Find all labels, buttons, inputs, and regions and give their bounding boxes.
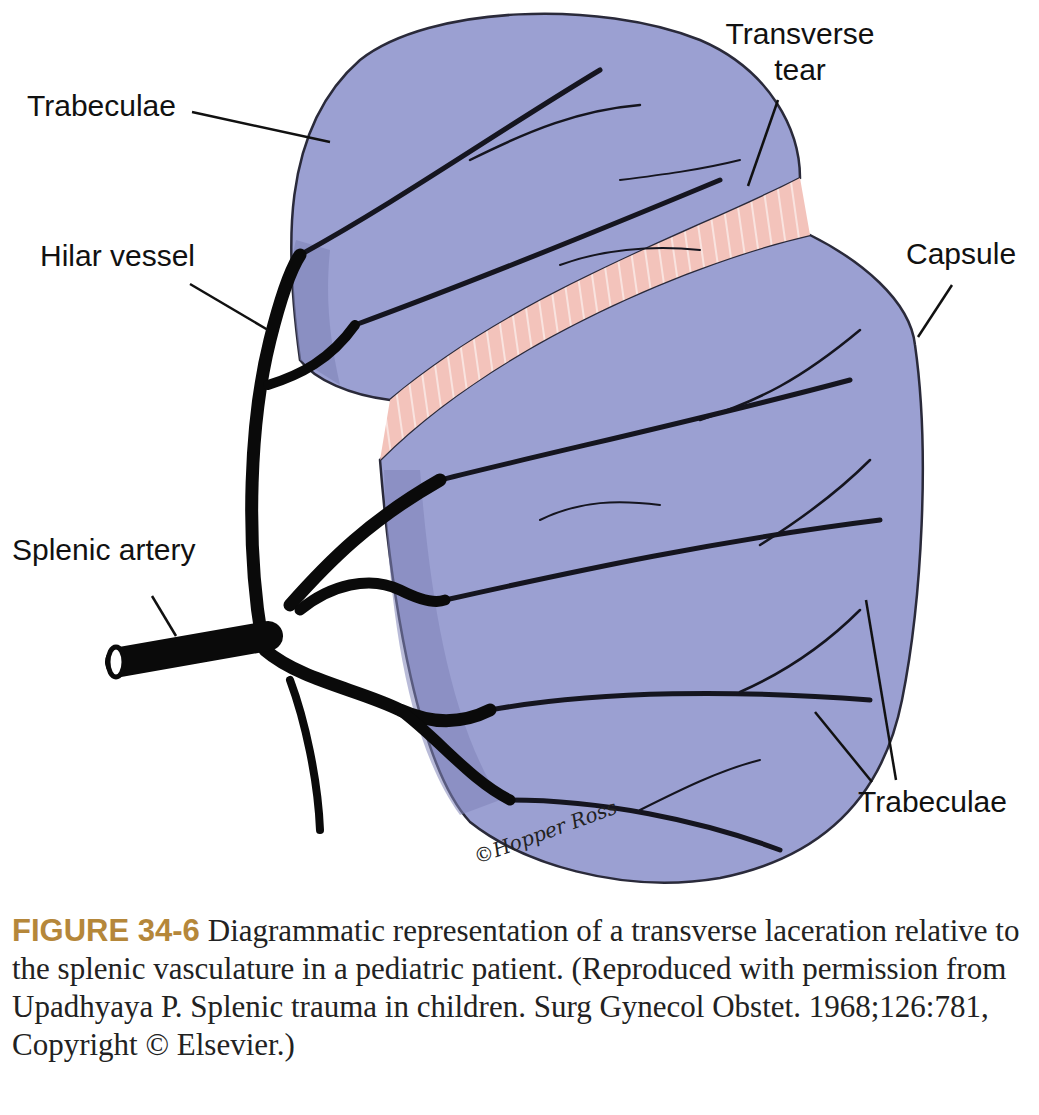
part-label: Hilar vessel — [40, 238, 195, 274]
part-label: Splenic artery — [12, 532, 195, 568]
part-label: Trabeculae — [27, 88, 176, 124]
part-label: Trabeculae — [858, 784, 1007, 820]
figure-caption: FIGURE 34-6Diagrammatic representation o… — [12, 912, 1027, 1064]
spleen-illustration — [0, 0, 1039, 910]
part-label: Capsule — [906, 236, 1016, 272]
figure-number: FIGURE 34-6 — [12, 913, 200, 948]
part-label: Transverse tear — [700, 16, 900, 88]
